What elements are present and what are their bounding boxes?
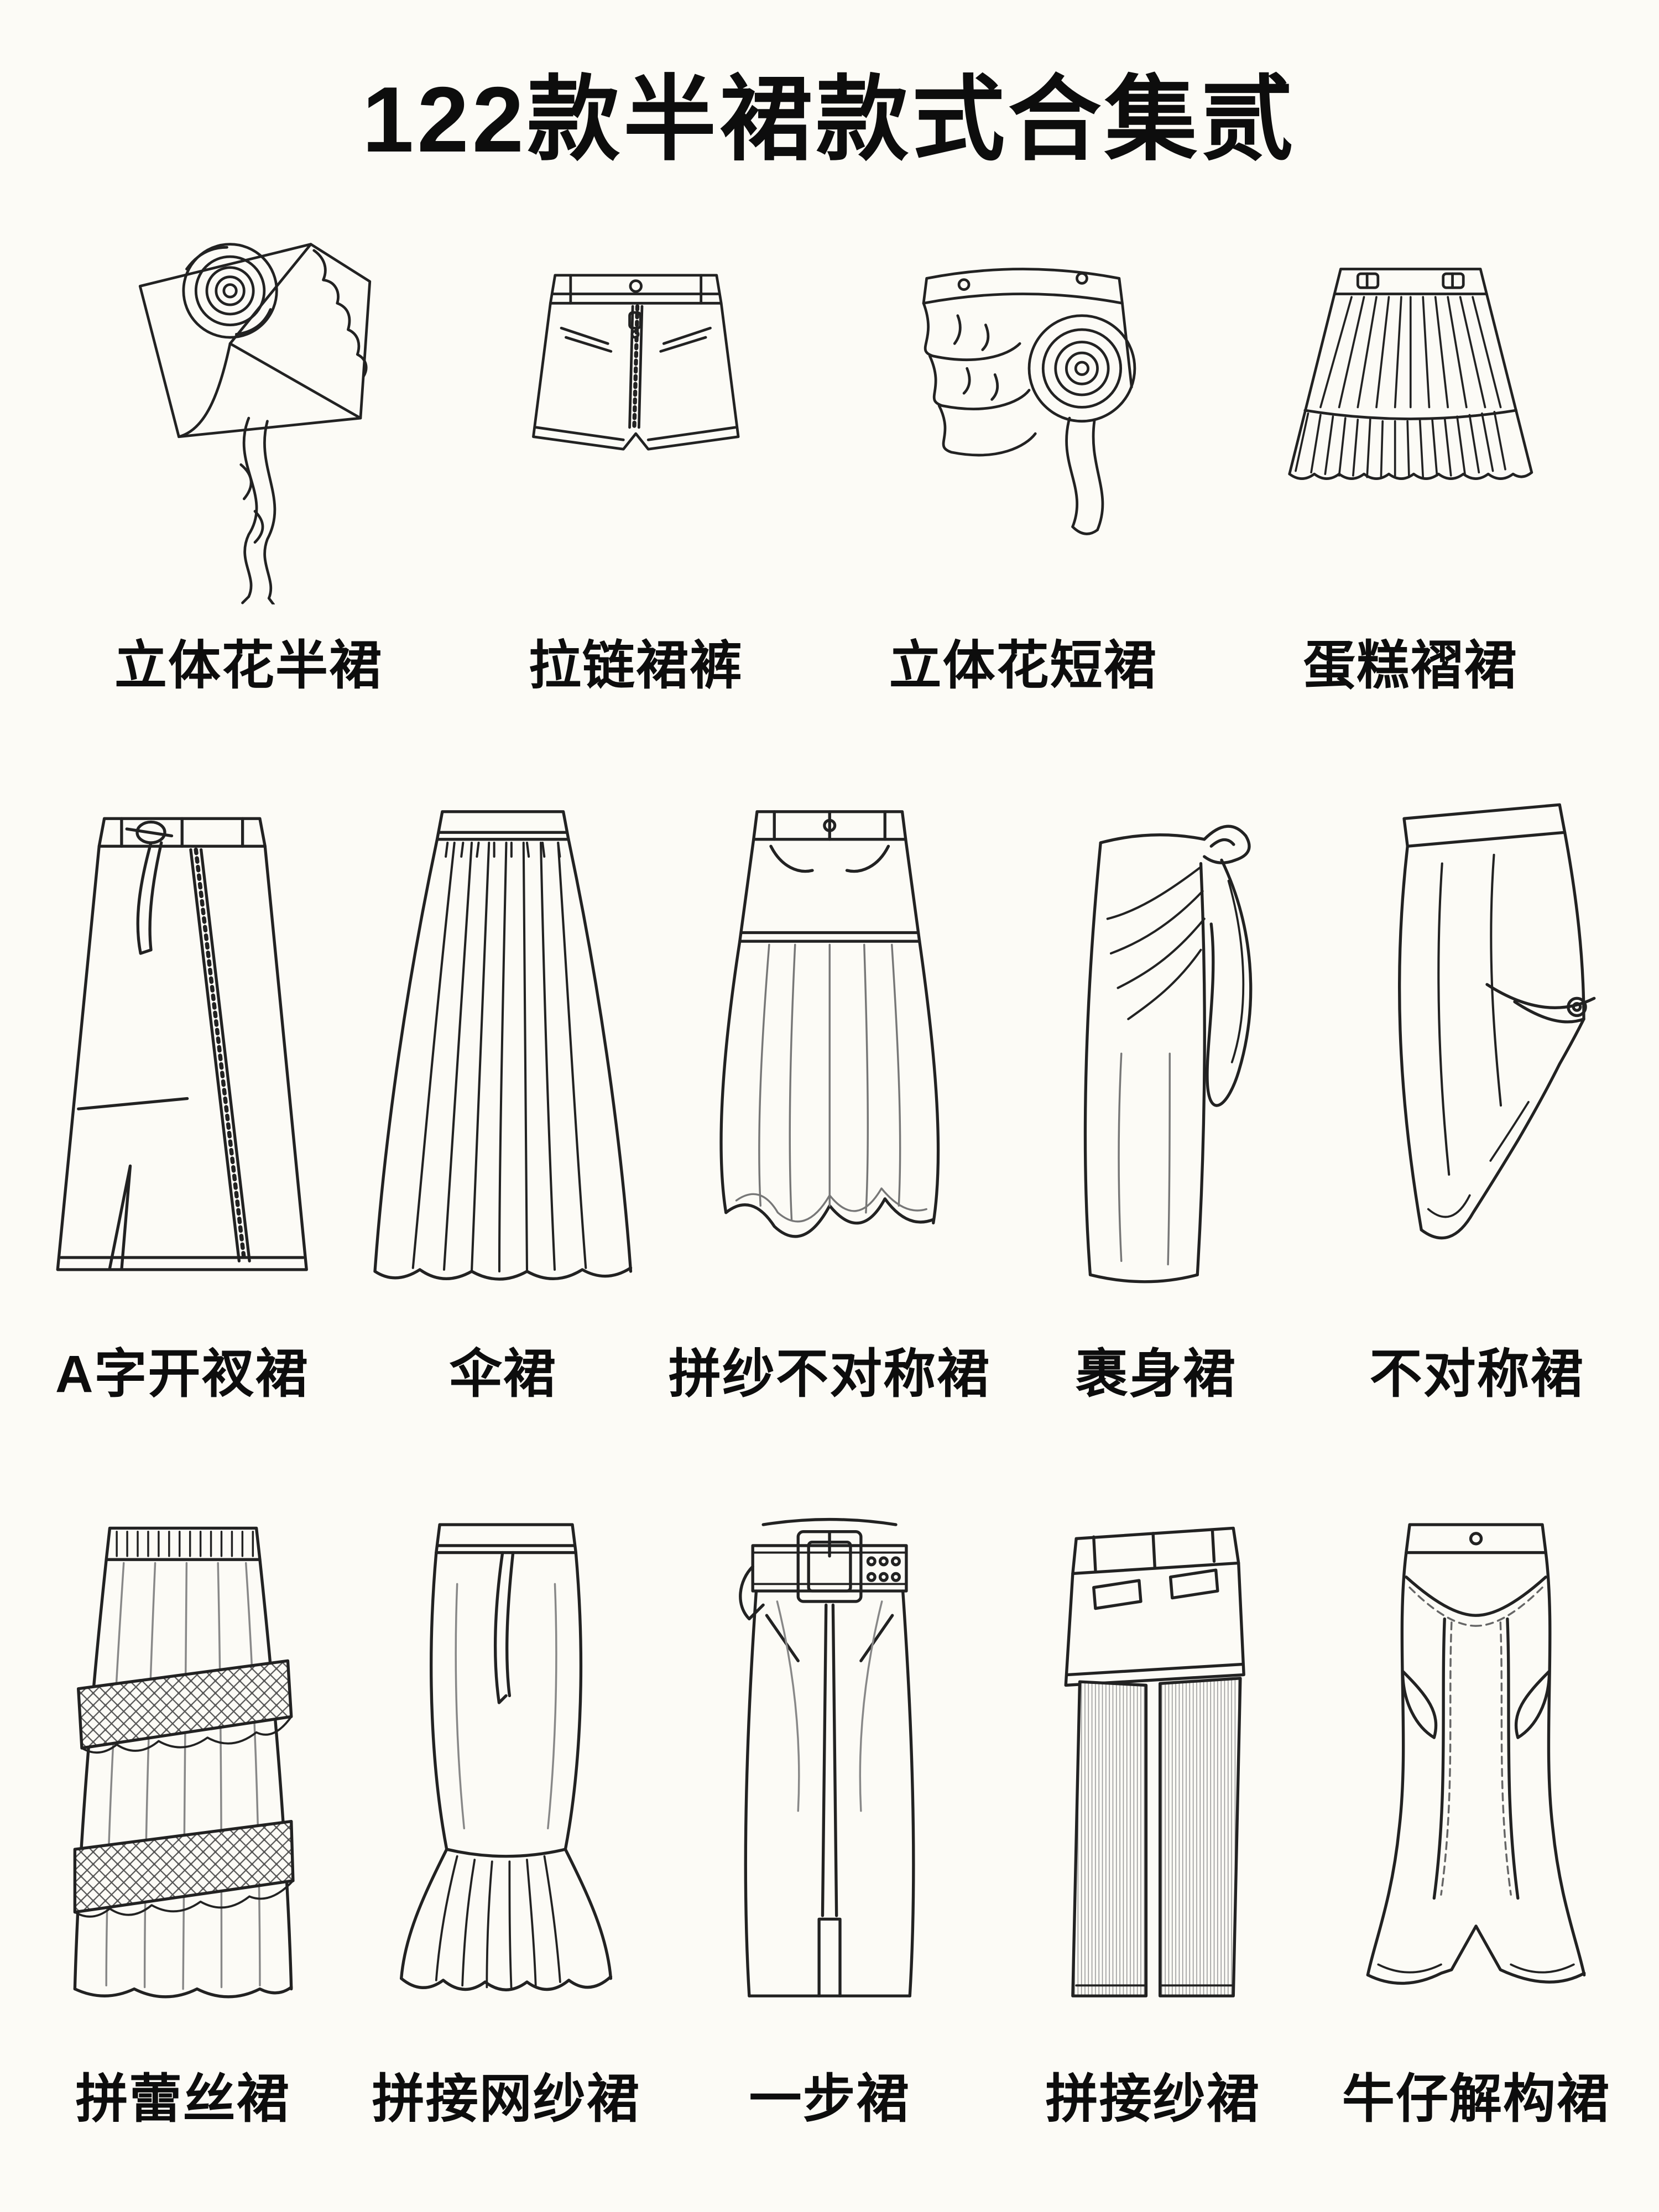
row-3: 拼蕾丝裙 拼接网纱裙 — [0, 1479, 1659, 2132]
style-label: 拼蕾丝裙 — [75, 2070, 290, 2128]
style-card-asymmetric-skirt: 不对称裙 — [1321, 760, 1632, 1407]
flower-half-skirt-illustration — [138, 243, 371, 604]
style-card-zipper-skort: 拉链裙裤 — [481, 201, 791, 699]
style-card-gauze-asymmetric-skirt: 拼纱不对称裙 — [669, 760, 990, 1407]
style-card-mesh-splice-skirt: 拼接网纱裙 — [349, 1479, 663, 2132]
page-title: 122款半裙款式合集贰 — [362, 67, 1297, 171]
style-card-denim-deconstructed-skirt: 牛仔解构裙 — [1319, 1479, 1633, 2132]
style-label: 拼纱不对称裙 — [668, 1345, 990, 1404]
style-label: 拉链裙裤 — [528, 637, 743, 695]
style-label: 拼接网纱裙 — [372, 2070, 640, 2128]
style-label: 裹身裙 — [1075, 1345, 1237, 1404]
style-label: 立体花短裙 — [889, 637, 1157, 695]
lace-panel-skirt-illustration — [73, 1526, 295, 1999]
style-label: 不对称裙 — [1369, 1345, 1584, 1404]
row-1: 立体花半裙 拉链裙裤 — [0, 201, 1659, 699]
asymmetric-skirt-illustration — [1398, 803, 1596, 1240]
gauze-asymmetric-skirt-illustration — [719, 810, 940, 1238]
style-label: 立体花半裙 — [114, 637, 383, 695]
style-card-lace-panel-skirt: 拼蕾丝裙 — [26, 1479, 340, 2132]
denim-deconstructed-skirt-illustration — [1366, 1523, 1586, 1985]
style-card-flower-mini-skirt: 立体花短裙 — [868, 201, 1178, 699]
gauze-splice-skirt-illustration — [1064, 1526, 1245, 1997]
style-label: A字开衩裙 — [55, 1345, 309, 1404]
zipper-skort-illustration — [532, 274, 740, 451]
cake-pleated-skirt-illustration — [1288, 268, 1533, 480]
style-label: 蛋糕褶裙 — [1303, 637, 1518, 695]
pencil-skirt-illustration — [739, 1517, 915, 1997]
style-label: 一步裙 — [749, 2070, 910, 2128]
umbrella-skirt-illustration — [373, 810, 633, 1281]
style-card-wrap-skirt: 裹身裙 — [1000, 760, 1312, 1407]
style-label: 牛仔解构裙 — [1342, 2070, 1610, 2128]
style-label: 伞裙 — [449, 1345, 557, 1404]
style-card-umbrella-skirt: 伞裙 — [347, 760, 659, 1407]
style-card-cake-pleated-skirt: 蛋糕褶裙 — [1255, 201, 1566, 699]
style-card-pencil-skirt: 一步裙 — [672, 1479, 987, 2132]
row-2: A字开衩裙 伞裙 — [0, 760, 1659, 1407]
flower-mini-skirt-illustration — [922, 268, 1136, 535]
wrap-skirt-illustration — [1083, 825, 1253, 1284]
style-label: 拼接纱裙 — [1045, 2070, 1260, 2128]
style-card-flower-half-skirt: 立体花半裙 — [93, 201, 404, 699]
style-card-gauze-splice-skirt: 拼接纱裙 — [996, 1479, 1310, 2132]
mesh-splice-skirt-illustration — [400, 1523, 613, 1991]
aline-slit-skirt-illustration — [56, 817, 308, 1271]
style-card-aline-slit-skirt: A字开衩裙 — [27, 760, 338, 1407]
